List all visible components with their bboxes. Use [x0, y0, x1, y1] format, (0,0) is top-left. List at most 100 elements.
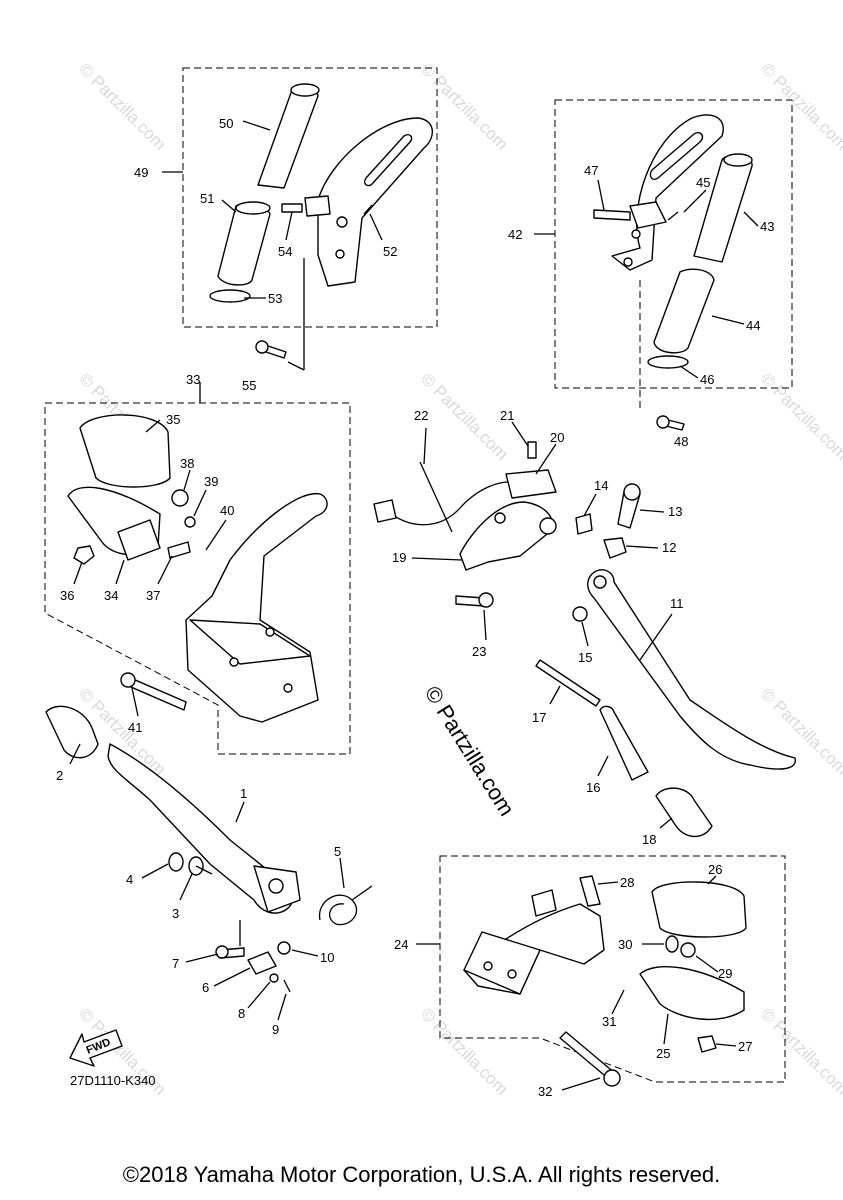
- callout-label: 30: [618, 937, 632, 952]
- leader: [179, 873, 193, 901]
- leader: [287, 361, 305, 371]
- leader: [581, 621, 589, 647]
- callout-label: 27: [738, 1039, 752, 1054]
- callout-label: 9: [272, 1022, 279, 1037]
- leader: [291, 949, 319, 957]
- footrest-rubber: [653, 268, 715, 354]
- leader: [235, 801, 245, 823]
- callout-label: 2: [56, 768, 63, 783]
- callout-label: 10: [320, 950, 334, 965]
- small-pin: [281, 203, 303, 213]
- leader: [69, 743, 81, 765]
- leader: [115, 559, 125, 585]
- callout-label: 16: [586, 780, 600, 795]
- bracket-hole: [336, 216, 348, 228]
- leader: [549, 685, 561, 705]
- watermark-text: © Partzilla.com: [417, 1004, 511, 1098]
- callout-label: 53: [268, 291, 282, 306]
- leader: [221, 199, 237, 213]
- footrest-clevis: [117, 519, 161, 561]
- bolt-55-head: [255, 340, 269, 354]
- leader: [411, 557, 463, 561]
- callout-label: 20: [550, 430, 564, 445]
- leader: [193, 489, 207, 517]
- footrest-bracket-33: [185, 493, 328, 723]
- leader: [369, 213, 383, 241]
- leader: [73, 561, 83, 585]
- leader: [561, 1077, 601, 1091]
- leader: [285, 211, 293, 241]
- spring-29: [680, 942, 696, 958]
- leader: [242, 120, 271, 131]
- return-spring-5: [318, 885, 373, 926]
- stopper-17: [535, 659, 601, 707]
- callout-label: 11: [670, 596, 684, 611]
- callout-label: 42: [508, 227, 522, 242]
- callout-label: 22: [414, 408, 428, 423]
- callout-label: 40: [220, 503, 234, 518]
- pin-head: [723, 153, 753, 167]
- copyright-notice: ©2018 Yamaha Motor Corporation, U.S.A. A…: [122, 1162, 721, 1187]
- group-box-42: [554, 99, 793, 389]
- pin-37: [167, 541, 191, 559]
- cable-connector: [373, 499, 397, 523]
- footrest-cover: [79, 414, 171, 488]
- callout-label: 19: [392, 550, 406, 565]
- switch-cable: [385, 481, 517, 526]
- callout-label: 28: [620, 875, 634, 890]
- leader: [511, 421, 529, 447]
- watermark-main: © Partzilla.com: [420, 681, 520, 820]
- nut-27: [697, 1035, 717, 1053]
- parts-diagram: © Partzilla.com © Partzilla.com © Partzi…: [44, 59, 843, 1099]
- leader: [597, 881, 619, 885]
- cotter-pin: [667, 211, 679, 221]
- leader: [695, 955, 719, 973]
- bracket-hole: [483, 961, 493, 971]
- clevis-block: [629, 201, 667, 229]
- callout-label: 15: [578, 650, 592, 665]
- footrest-assembly-left: [209, 83, 433, 303]
- callout-label: 5: [334, 844, 341, 859]
- pin-head: [290, 83, 320, 97]
- small-pin: [593, 209, 631, 221]
- screw-21: [527, 441, 537, 459]
- bracket-plate: [463, 931, 541, 995]
- brake-pedal: [45, 705, 373, 993]
- leader: [483, 609, 487, 641]
- callout-label: 13: [668, 504, 682, 519]
- leader: [597, 179, 605, 211]
- clevis-block: [304, 195, 331, 217]
- leader: [195, 865, 213, 875]
- leader: [423, 427, 427, 465]
- footrest-assembly-right: [593, 114, 753, 369]
- callout-label: 8: [238, 1006, 245, 1021]
- callout-label: 35: [166, 412, 180, 427]
- group-box-33: [44, 402, 351, 755]
- watermark-text: © Partzilla.com: [417, 369, 511, 463]
- callout-label: 47: [584, 163, 598, 178]
- callout-label: 23: [472, 644, 486, 659]
- callout-label: 14: [594, 478, 608, 493]
- diagram-code: 27D1110-K340: [70, 1073, 156, 1088]
- leader: [597, 755, 609, 777]
- leader: [339, 857, 345, 889]
- callout-label: 32: [538, 1084, 552, 1099]
- leader: [625, 545, 659, 549]
- callout-label: 26: [708, 862, 722, 877]
- leader: [141, 863, 169, 879]
- rider-footrest-right: [463, 875, 747, 1087]
- callout-label: 51: [200, 191, 214, 206]
- bolt-32-head: [603, 1069, 621, 1087]
- cotter-9: [283, 979, 291, 993]
- watermark-text: © Partzilla.com: [75, 59, 169, 153]
- footrest-arm-25: [639, 965, 745, 1021]
- sidestand-pivot: [593, 575, 607, 589]
- callout-label: 38: [180, 456, 194, 471]
- callout-label: 31: [602, 1014, 616, 1029]
- leader: [131, 687, 139, 717]
- leader: [743, 211, 759, 227]
- bracket-hole: [631, 229, 641, 239]
- washer: [647, 355, 689, 369]
- leader: [145, 419, 161, 433]
- callout-label: 29: [718, 966, 732, 981]
